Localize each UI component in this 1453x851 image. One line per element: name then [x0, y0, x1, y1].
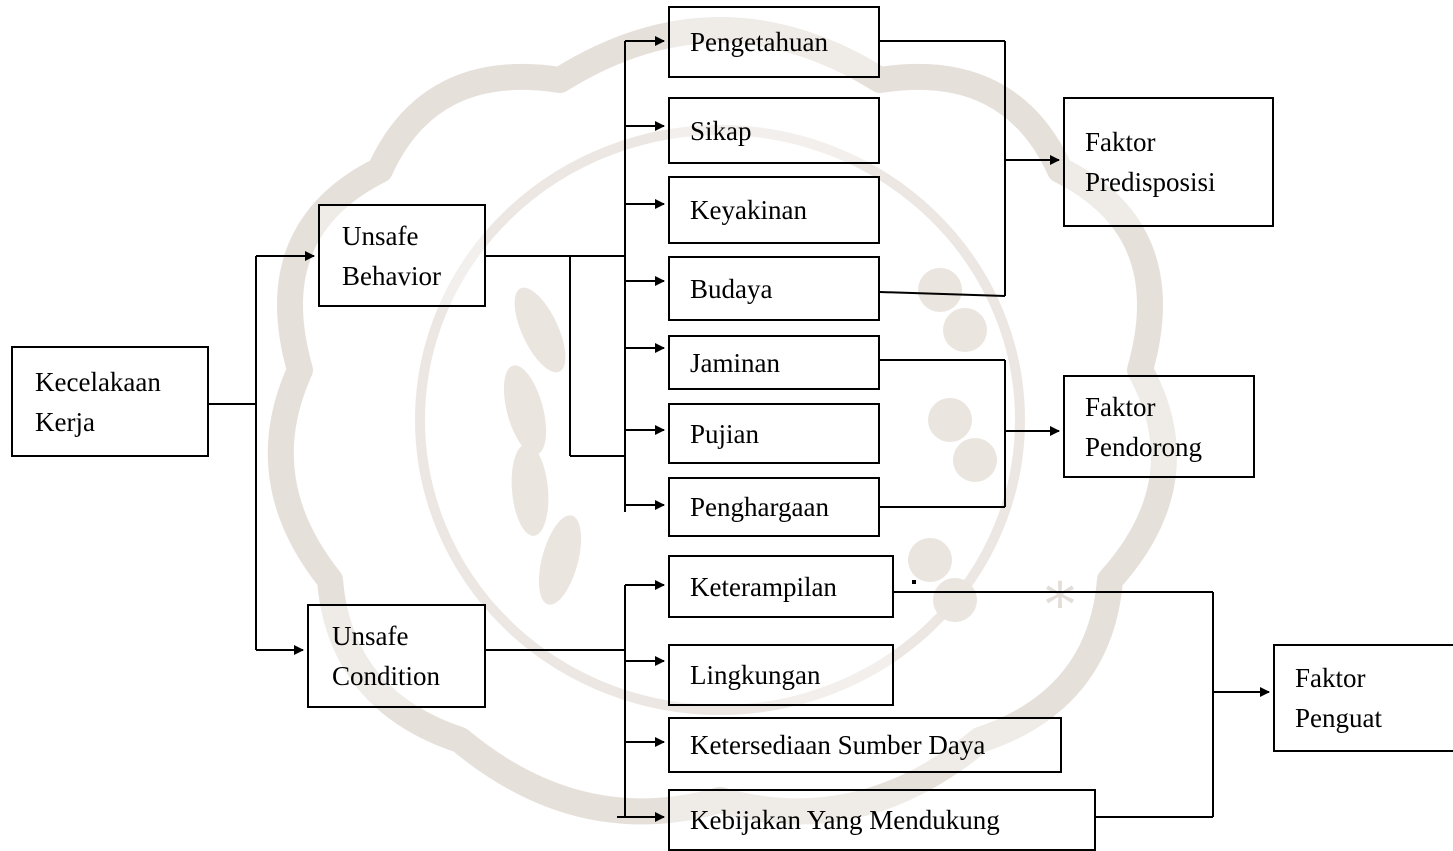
node-budaya: Budaya [668, 256, 880, 321]
node-label: Sikap [690, 115, 752, 146]
node-label: Keyakinan [690, 195, 807, 225]
node-lingkungan: Lingkungan [668, 644, 894, 706]
node-label: Penguat [1295, 703, 1382, 733]
node-faktor-penguat: Faktor Penguat [1273, 644, 1453, 752]
node-label: Kecelakaan [35, 366, 161, 397]
node-label: Faktor [1085, 391, 1156, 422]
node-jaminan: Jaminan [668, 335, 880, 390]
node-label: Kerja [35, 406, 95, 437]
node-unsafe-behavior: Unsafe Behavior [318, 204, 486, 307]
node-label: Predisposisi [1085, 167, 1216, 197]
node-keyakinan: Keyakinan [668, 176, 880, 244]
node-kebijakan-yang-mendukung: Kebijakan Yang Mendukung [668, 789, 1096, 851]
node-label: Pengetahuan [690, 27, 828, 57]
node-pujian: Pujian [668, 403, 880, 464]
node-label: Faktor [1295, 663, 1366, 693]
node-pengetahuan: Pengetahuan [668, 6, 880, 78]
node-label: Jaminan [690, 347, 780, 378]
node-faktor-pendorong: Faktor Pendorong [1063, 375, 1255, 478]
node-label: Condition [332, 661, 441, 691]
node-label: Penghargaan [690, 492, 829, 522]
node-label: Unsafe [342, 220, 419, 251]
node-ketersediaan-sumber-daya: Ketersediaan Sumber Daya [668, 717, 1062, 773]
node-label: Behavior [342, 260, 441, 291]
node-label: Budaya [690, 273, 773, 304]
node-label: Pujian [690, 418, 760, 449]
node-faktor-predisposisi: Faktor Predisposisi [1063, 97, 1274, 227]
node-kecelakaan-kerja: Kecelakaan Kerja [11, 346, 209, 457]
node-label: Kebijakan Yang Mendukung [690, 805, 1000, 835]
node-unsafe-condition: Unsafe Condition [307, 604, 486, 708]
node-label: Faktor [1085, 127, 1156, 157]
node-penghargaan: Penghargaan [668, 477, 880, 537]
node-label: Ketersediaan Sumber Daya [690, 730, 986, 760]
node-label: Keterampilan [690, 571, 837, 602]
node-label: Lingkungan [690, 660, 821, 690]
node-label: Pendorong [1085, 431, 1202, 462]
svg-text:*: * [1045, 570, 1075, 640]
node-keterampilan: Keterampilan [668, 555, 894, 618]
node-label: Unsafe [332, 621, 409, 651]
node-sikap: Sikap [668, 97, 880, 164]
